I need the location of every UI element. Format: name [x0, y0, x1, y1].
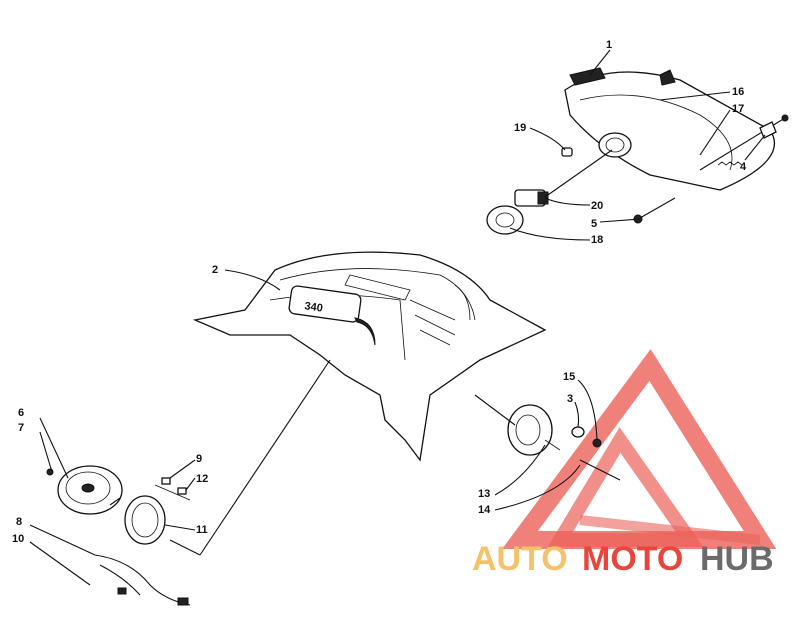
callout-20: 20 [591, 200, 603, 212]
callout-7: 7 [18, 422, 24, 434]
callout-5: 5 [591, 218, 597, 230]
watermark-logo [502, 349, 777, 549]
hood-badge-text: 340 [304, 300, 324, 314]
callout-17: 17 [732, 103, 744, 115]
callout-3: 3 [567, 393, 573, 405]
callout-8: 8 [16, 516, 22, 528]
lock-ring [486, 205, 524, 235]
callout-1: 1 [606, 39, 612, 51]
callout-18: 18 [591, 234, 603, 246]
callout-labels: 1 2 3 4 5 6 7 8 9 10 11 12 13 14 15 16 1… [12, 39, 747, 545]
callout-16: 16 [732, 86, 744, 98]
watermark-text: AUTO MOTO HUB [472, 540, 774, 578]
watermark-moto: MOTO [582, 540, 683, 578]
watermark-auto: AUTO [472, 540, 568, 578]
callout-9: 9 [196, 453, 202, 465]
callout-10: 10 [12, 533, 24, 545]
callout-11: 11 [196, 524, 208, 536]
bulb-socket [514, 149, 613, 207]
speedometer [39, 417, 123, 515]
clips [154, 477, 191, 501]
callout-14: 14 [478, 504, 491, 516]
callout-4: 4 [740, 161, 747, 173]
leader-lines [164, 49, 766, 556]
bezel-ring [124, 495, 166, 545]
callout-12: 12 [196, 473, 208, 485]
adjust-screw [633, 114, 789, 224]
callout-19: 19 [514, 122, 526, 134]
headlight-housing [564, 67, 775, 191]
callout-13: 13 [478, 488, 490, 500]
wiring-harness [29, 524, 191, 606]
hood: 340 [192, 251, 547, 462]
callout-2: 2 [212, 264, 218, 276]
callout-6: 6 [18, 407, 24, 419]
pilot-bulb [561, 147, 573, 157]
watermark-hub: HUB [700, 540, 774, 578]
side-light [507, 404, 621, 481]
callout-15: 15 [563, 371, 575, 383]
